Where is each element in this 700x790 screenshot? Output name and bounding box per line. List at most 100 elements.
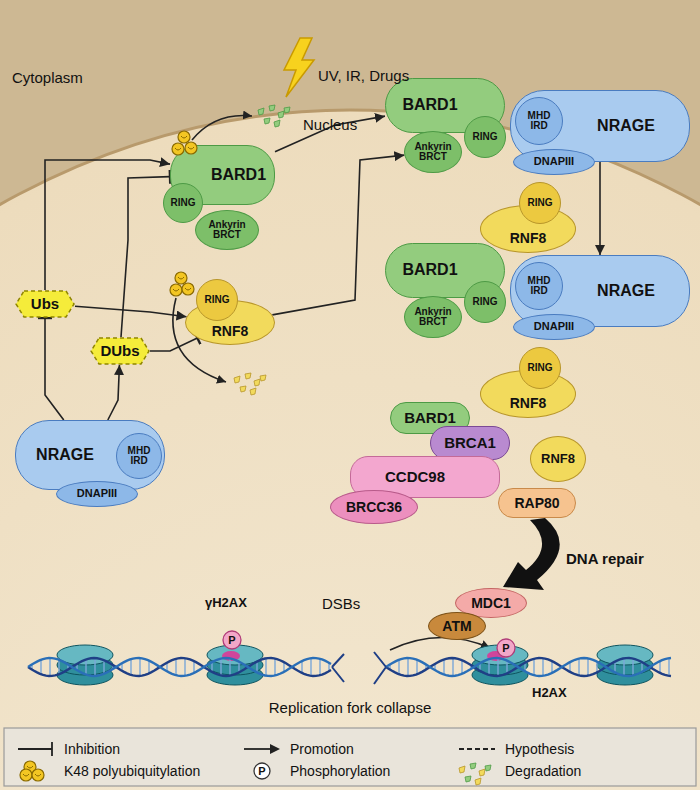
node-label: DNAPIII xyxy=(77,488,117,500)
node-label: RING xyxy=(473,132,498,143)
ubiquitin-ball xyxy=(178,131,190,143)
domain-circle: RING xyxy=(464,116,506,158)
protein-blob: RNF8RING xyxy=(185,300,275,345)
domain-circle: RING xyxy=(163,183,203,223)
ubiquitin-ball xyxy=(170,284,182,296)
event-label: Replication fork collapse xyxy=(269,700,432,715)
domain-circle: RING xyxy=(464,281,506,323)
degradation-fragment xyxy=(475,778,481,785)
degradation-fragment xyxy=(278,111,284,118)
protein-blob: BRCA1 xyxy=(430,426,510,460)
degradation-fragment xyxy=(240,386,246,392)
nucleus-membrane xyxy=(0,110,700,790)
inhibition-connector xyxy=(150,338,197,351)
node-label: RING xyxy=(205,295,230,306)
domain-oval: DNAPIII xyxy=(513,314,595,340)
node-label: Ankyrin BRCT xyxy=(414,307,451,328)
phospho-circle xyxy=(223,631,241,649)
node-label: BARD1 xyxy=(404,410,456,426)
node-label: DUbs xyxy=(100,343,139,359)
ubiquitin-ball xyxy=(172,143,184,155)
legend-item: Inhibition xyxy=(14,740,120,758)
nucleosome xyxy=(57,645,113,685)
hypothesis-hexagon: Ubs xyxy=(15,290,75,318)
promotion-connector xyxy=(75,306,186,317)
protein-blob: NRAGEMHD IRDDNAPIII xyxy=(15,420,165,490)
degradation-fragment xyxy=(274,120,280,127)
degradation-fragment xyxy=(234,376,240,383)
node-label: DNAPIII xyxy=(534,156,574,168)
ubiquitin-ball xyxy=(20,769,32,781)
nucleosome xyxy=(207,645,263,685)
protein-blob: BRCC36 xyxy=(330,490,418,524)
node-label: MHD IRD xyxy=(528,111,551,132)
lightning-bolt xyxy=(284,38,314,97)
legend-item: Hypothesis xyxy=(455,740,574,758)
legend-item: Degradation xyxy=(455,762,581,780)
hexagon-shape xyxy=(91,338,149,364)
phospho-mark: P xyxy=(258,766,265,777)
domain-circle: MHD IRD xyxy=(515,262,563,310)
degradation-fragment xyxy=(245,373,251,379)
node-label: MHD IRD xyxy=(528,276,551,297)
legend-text: Inhibition xyxy=(64,741,120,757)
stimulus-label: UV, IR, Drugs xyxy=(318,68,409,83)
degradation-fragment xyxy=(260,375,266,381)
protein-blob: ATM xyxy=(428,612,486,640)
degradation-fragment xyxy=(269,105,275,111)
node-label: DNAPIII xyxy=(534,321,574,333)
dsb-arrow xyxy=(390,637,490,650)
node-label: ATM xyxy=(442,619,471,634)
hypothesis-hexagon: DUbs xyxy=(90,337,150,365)
protein-blob: RNF8 xyxy=(530,436,586,482)
node-label: BARD1 xyxy=(211,167,266,184)
domain-circle: RING xyxy=(519,347,561,389)
node-label: RING xyxy=(528,363,553,374)
degradation-fragment xyxy=(459,766,465,773)
node-label: MHD IRD xyxy=(128,446,151,467)
legend-text: Hypothesis xyxy=(505,741,574,757)
promotion-connector xyxy=(45,160,170,290)
lesion-label: DSBs xyxy=(322,596,360,611)
ubiquitin-ball xyxy=(182,283,194,295)
dna-helix xyxy=(28,645,671,685)
hexagon-shape xyxy=(16,291,74,317)
legend-text: Degradation xyxy=(505,763,581,779)
degradation-fragment xyxy=(485,765,491,771)
phospho-mark: P xyxy=(228,635,235,646)
node-label: NRAGE xyxy=(597,118,655,135)
degradation-fragment xyxy=(258,108,264,115)
protein-blob: BARD1RINGAnkyrin BRCT xyxy=(385,78,505,133)
promotion-connector xyxy=(272,155,404,315)
protein-blob: RAP80 xyxy=(498,488,576,518)
domain-oval: DNAPIII xyxy=(56,481,138,507)
promotion-connector xyxy=(275,116,385,152)
protein-blob: NRAGEMHD IRDDNAPIII xyxy=(510,255,690,327)
domain-circle: RING xyxy=(196,279,238,321)
ubiquitin-ball xyxy=(175,272,187,284)
node-label: RNF8 xyxy=(510,396,547,411)
process-label: DNA repair xyxy=(566,551,644,566)
node-label: RNF8 xyxy=(541,452,575,466)
legend-sample xyxy=(14,740,58,758)
protein-blob: RNF8RING xyxy=(480,205,576,253)
node-label: RING xyxy=(528,198,553,209)
legend-sample xyxy=(14,762,58,780)
node-label: NRAGE xyxy=(36,447,94,464)
legend-item: K48 polyubiquitylation xyxy=(14,762,200,780)
degradation-arrow xyxy=(192,116,252,141)
node-label: BRCA1 xyxy=(444,435,496,451)
dna-repair-wedge xyxy=(503,518,560,590)
promotion-connector xyxy=(108,365,120,420)
node-label: RING xyxy=(473,297,498,308)
domain-oval: Ankyrin BRCT xyxy=(404,131,462,173)
domain-oval: Ankyrin BRCT xyxy=(404,296,462,338)
degradation-fragment xyxy=(479,769,485,776)
node-label: BARD1 xyxy=(402,262,457,279)
protein-blob: BARD1RINGAnkyrin BRCT xyxy=(170,145,275,205)
node-label: RAP80 xyxy=(514,496,559,511)
phospho-circle xyxy=(497,639,515,657)
degradation-fragment xyxy=(264,118,270,124)
ubiquitin-ball xyxy=(32,769,44,781)
